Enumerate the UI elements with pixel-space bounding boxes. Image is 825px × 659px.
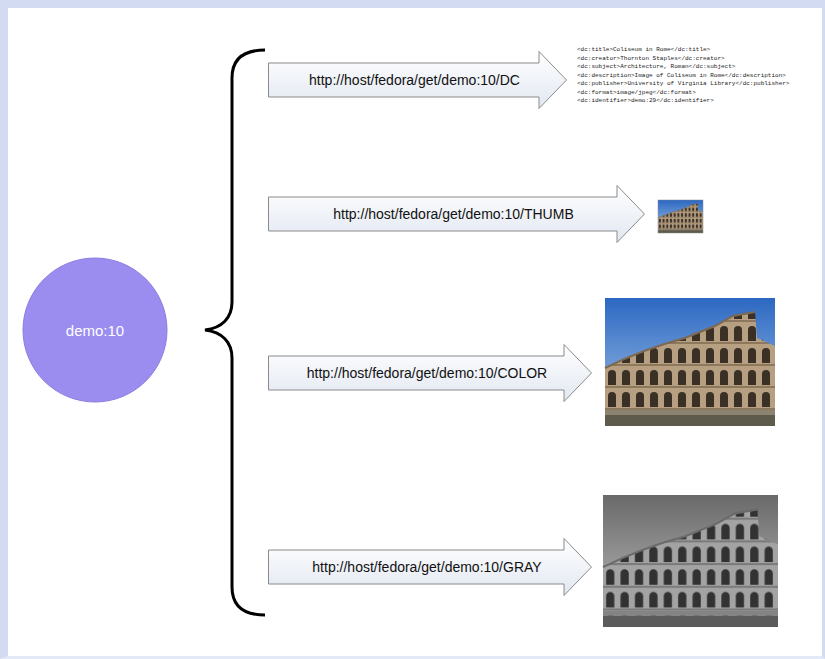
curly-brace xyxy=(205,50,265,615)
thumbnail-photo xyxy=(658,200,703,233)
url-arrow: http://host/fedora/get/demo:10/COLOR xyxy=(268,344,592,402)
dc-metadata-line: <dc:creator>Thornton Staples</dc:creator… xyxy=(577,55,725,63)
dc-metadata-line: <dc:format>image/jpeg</dc:format> xyxy=(577,89,696,97)
url-arrow: http://host/fedora/get/demo:10/GRAY xyxy=(268,538,592,596)
url-label: http://host/fedora/get/demo:10/DC xyxy=(309,72,520,88)
url-label: http://host/fedora/get/demo:10/THUMB xyxy=(333,206,573,222)
url-arrow: http://host/fedora/get/demo:10/THUMB xyxy=(268,185,645,243)
url-label: http://host/fedora/get/demo:10/GRAY xyxy=(312,559,541,575)
dc-metadata-line: <dc:subject>Architecture, Roman</dc:subj… xyxy=(577,63,735,71)
object-id: demo:10 xyxy=(66,322,124,339)
thumbnail-border xyxy=(658,200,703,233)
dc-metadata-line: <dc:description>Image of Coliseum in Rom… xyxy=(577,72,786,80)
text-holder: http://host/fedora/get/demo:10/GRAY xyxy=(268,550,586,584)
text-holder: http://host/fedora/get/demo:10/COLOR xyxy=(268,356,586,390)
text-holder: demo:10 xyxy=(22,257,168,403)
text-holder: http://host/fedora/get/demo:10/DC xyxy=(268,63,561,97)
gray-photo xyxy=(603,495,778,627)
dc-metadata-line: <dc:title>Coliseum in Rome</dc:title> xyxy=(577,46,710,54)
text-holder: http://host/fedora/get/demo:10/THUMB xyxy=(268,197,639,231)
url-arrow: http://host/fedora/get/demo:10/DC xyxy=(268,51,567,109)
color-photo xyxy=(605,298,775,426)
dc-metadata-line: <dc:publisher>University of Virginia Lib… xyxy=(577,80,789,88)
object-circle: demo:10 xyxy=(22,257,168,403)
dc-metadata-line: <dc:identifier>demo:29</dc:identifier> xyxy=(577,97,714,105)
url-label: http://host/fedora/get/demo:10/COLOR xyxy=(307,365,547,381)
